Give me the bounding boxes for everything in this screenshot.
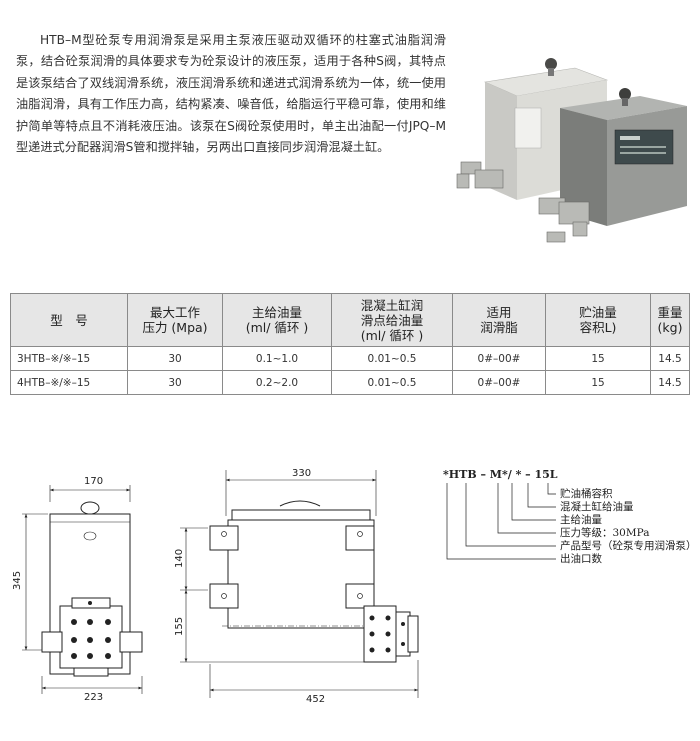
grey-pump-front <box>560 108 607 226</box>
header-volume: 贮油量容积L) <box>545 293 651 347</box>
side-view-width-label: 170 <box>84 476 103 487</box>
front-view-drawing <box>180 470 419 698</box>
header-main-output: 主给油量(ml/ 循环 ) <box>222 293 332 347</box>
spec-table: 型 号 最大工作压力 (Mpa) 主给油量(ml/ 循环 ) 混凝土缸润滑点给油… <box>10 293 690 395</box>
intro-text: HTB–M型砼泵专用润滑泵是采用主泵液压驱动双循环的柱塞式油脂润滑泵，结合砼泵润… <box>16 33 446 155</box>
model-code-item: 产品型号（砼泵专用润滑泵） <box>560 539 697 552</box>
grey-pump-top <box>560 96 687 120</box>
header-model: 型 号 <box>10 293 128 347</box>
cell-grease: 0#–00# <box>452 346 546 371</box>
model-code-item: 贮油桶容积 <box>560 487 613 500</box>
front-view-top-label: 330 <box>292 468 311 479</box>
cell-main-output: 0.2~2.0 <box>222 370 332 395</box>
header-max-pressure: 最大工作压力 (Mpa) <box>127 293 223 347</box>
model-code-leaders <box>446 483 556 560</box>
grey-pump-knob <box>619 88 631 100</box>
header-cylinder-output: 混凝土缸润滑点给油量(ml/ 循环 ) <box>331 293 453 347</box>
cell-model: 3HTB–※/※–15 <box>10 346 128 371</box>
product-photo <box>456 58 687 243</box>
cell-cylinder-output: 0.01~0.5 <box>331 346 453 371</box>
table-row: 4HTB–※/※–15 30 0.2~2.0 0.01~0.5 0#–00# 1… <box>10 370 690 395</box>
header-weight: 重量(kg) <box>650 293 690 347</box>
cell-grease: 0#–00# <box>452 370 546 395</box>
side-view-base-label: 223 <box>84 692 103 703</box>
cell-model: 4HTB–※/※–15 <box>10 370 128 395</box>
intro-paragraph: HTB–M型砼泵专用润滑泵是采用主泵液压驱动双循环的柱塞式油脂润滑泵，结合砼泵润… <box>16 30 446 158</box>
cell-main-output: 0.1~1.0 <box>222 346 332 371</box>
cell-weight: 14.5 <box>650 370 690 395</box>
cell-pressure: 30 <box>127 346 223 371</box>
spec-table-header-row: 型 号 最大工作压力 (Mpa) 主给油量(ml/ 循环 ) 混凝土缸润滑点给油… <box>10 293 690 347</box>
pump-fittings <box>456 161 590 243</box>
model-code: *HTB – M*/ * – 15L <box>443 468 558 481</box>
table-row: 3HTB–※/※–15 30 0.1~1.0 0.01~0.5 0#–00# 1… <box>10 346 690 371</box>
side-view-drawing <box>22 485 143 694</box>
silver-pump-knob <box>545 58 557 70</box>
model-code-item: 压力等级：30MPa <box>560 526 649 539</box>
side-view-height-label: 345 <box>12 571 23 590</box>
cell-volume: 15 <box>545 346 651 371</box>
cell-volume: 15 <box>545 370 651 395</box>
cell-cylinder-output: 0.01~0.5 <box>331 370 453 395</box>
model-code-item: 混凝土缸给油量 <box>560 500 634 513</box>
front-view-base-label: 452 <box>306 694 325 705</box>
front-view-upper-label: 140 <box>174 549 185 568</box>
model-code-item: 主给油量 <box>560 513 602 526</box>
silver-pump-label <box>514 107 542 149</box>
front-view-lower-label: 155 <box>174 617 185 636</box>
cell-pressure: 30 <box>127 370 223 395</box>
model-code-item: 出油口数 <box>560 552 602 565</box>
header-grease: 适用润滑脂 <box>452 293 546 347</box>
technical-drawings: 170 345 223 <box>12 468 697 705</box>
cell-weight: 14.5 <box>650 346 690 371</box>
grey-pump-side <box>607 106 687 226</box>
